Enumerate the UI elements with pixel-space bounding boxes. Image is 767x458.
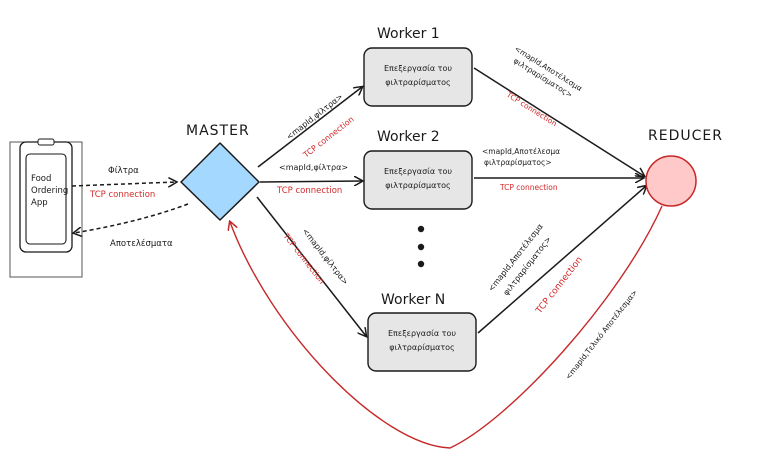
worker-n-text-line1: Επεξεργασία του xyxy=(388,329,456,338)
worker-1-text-line2: φιλτραρίσματος xyxy=(385,78,451,87)
app-label-line3: App xyxy=(31,198,48,208)
label-w1-reducer-tcp: TCP connection xyxy=(504,90,559,129)
worker-n-box xyxy=(367,312,477,372)
label-master-w2-tcp: TCP connection xyxy=(276,186,342,196)
worker-2: Worker 2 Επεξεργασία του φιλτραρίσματος xyxy=(363,129,473,210)
arrow-master-to-app xyxy=(74,203,189,233)
label-reducer-master: <mapId,Τελικό Αποτέλεσμα> xyxy=(563,288,639,381)
label-master-w2: <mapId,φίλτρα> xyxy=(279,163,348,172)
edge-master-to-app: Αποτελέσματα xyxy=(74,203,189,249)
food-ordering-app: Food Ordering App xyxy=(9,138,83,278)
label-w2-reducer-line1: <mapId,Αποτέλεσμα xyxy=(482,147,560,156)
master-diamond xyxy=(180,142,260,221)
ellipsis-dot xyxy=(417,243,425,251)
label-wn-reducer-tcp: TCP connection xyxy=(534,255,585,316)
worker-n: Worker N Επεξεργασία του φιλτραρίσματος xyxy=(367,292,477,372)
worker-n-text-line2: φιλτραρίσματος xyxy=(389,343,455,352)
arrow-w1-to-reducer xyxy=(473,67,644,176)
phone-body xyxy=(19,141,73,253)
edge-master-to-w1: <mapId,φίλτρα> TCP connection xyxy=(257,87,362,168)
worker-1-text-line1: Επεξεργασία του xyxy=(384,64,452,73)
worker-n-title: Worker N xyxy=(381,292,445,308)
app-label-line1: Food xyxy=(31,174,51,184)
worker-1-box xyxy=(363,47,473,107)
phone-screen xyxy=(25,153,67,245)
worker-2-box xyxy=(363,150,473,210)
worker-2-text-line1: Επεξεργασία του xyxy=(384,167,452,176)
master-node: MASTER xyxy=(180,123,260,221)
edge-master-to-wn: <mapId,φίλτρα> TCP connection xyxy=(256,196,366,336)
worker-2-text-line2: φιλτραρίσματος xyxy=(385,181,451,190)
reducer-circle xyxy=(645,155,697,207)
reducer-node: REDUCER xyxy=(645,128,723,207)
edge-app-to-master: Φίλτρα TCP connection xyxy=(71,166,176,200)
reducer-title: REDUCER xyxy=(648,128,723,144)
label-w2-reducer-tcp: TCP connection xyxy=(499,183,558,192)
worker-1: Worker 1 Επεξεργασία του φιλτραρίσματος xyxy=(363,26,473,107)
more-workers-ellipsis xyxy=(417,225,425,268)
label-master-wn-tcp: TCP connection xyxy=(281,231,327,286)
edge-w1-to-reducer: <mapId,Αποτέλεσμα φιλτραρίσματος> TCP co… xyxy=(473,44,644,176)
ellipsis-dot xyxy=(417,225,425,233)
label-results: Αποτελέσματα xyxy=(110,238,173,249)
arrow-master-to-w1 xyxy=(257,87,362,168)
edge-master-to-w2: <mapId,φίλτρα> TCP connection xyxy=(259,163,362,196)
worker-1-title: Worker 1 xyxy=(377,26,440,42)
arrow-app-to-master xyxy=(71,182,176,186)
arrow-master-to-wn xyxy=(256,196,366,336)
app-label-line2: Ordering xyxy=(31,186,68,196)
label-w2-reducer-line2: φιλτραρίσματος> xyxy=(484,158,552,167)
label-app-tcp: TCP connection xyxy=(89,190,155,200)
ellipsis-dot xyxy=(417,260,425,268)
master-title: MASTER xyxy=(186,123,250,139)
edge-w2-to-reducer: <mapId,Αποτέλεσμα φιλτραρίσματος> TCP co… xyxy=(474,147,643,192)
arrow-master-to-w2 xyxy=(259,181,362,182)
arrow-reducer-to-master xyxy=(230,205,663,449)
arrow-wn-to-reducer xyxy=(477,186,646,334)
label-filters: Φίλτρα xyxy=(108,166,139,176)
worker-2-title: Worker 2 xyxy=(377,129,440,145)
phone-speaker xyxy=(37,138,55,146)
